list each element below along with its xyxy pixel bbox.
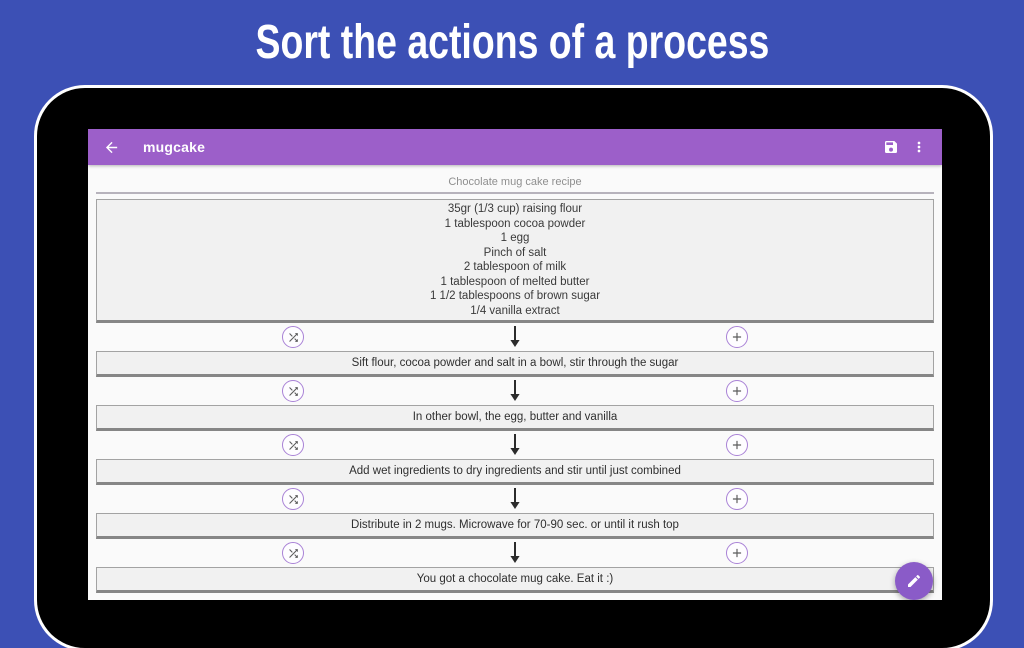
edit-fab-button[interactable] [895,562,933,600]
plus-icon [732,332,742,342]
ingredient-line: 35gr (1/3 cup) raising flour [447,203,583,215]
plus-icon [732,386,742,396]
shuffle-icon [288,548,298,558]
step-connector [96,377,934,405]
shuffle-button[interactable] [282,326,304,348]
ingredient-line: 1 egg [500,232,530,244]
page-title: Sort the actions of a process [255,15,769,69]
process-flow: 35gr (1/3 cup) raising flour 1 tablespoon… [96,199,934,593]
flow-arrow [504,487,526,511]
vertical-dots-icon [917,141,921,153]
pencil-icon [908,574,921,587]
add-step-button[interactable] [726,326,748,348]
back-button[interactable] [101,137,121,157]
step-connector [96,431,934,459]
ingredient-line: Pinch of salt [483,246,547,259]
step-text: Add wet ingredients to dry ingredients a… [349,465,681,477]
flow-arrow [504,541,526,565]
step-text: Distribute in 2 mugs. Microwave for 70-9… [351,519,679,531]
ingredient-line: 2 tablespoon of milk [463,261,567,273]
step-connector [96,485,934,513]
shuffle-button[interactable] [282,488,304,510]
process-name: Chocolate mug cake recipe [448,176,582,188]
step-item[interactable]: You got a chocolate mug cake. Eat it :) [96,567,934,593]
ingredient-line: 1 tablespoon cocoa powder [444,217,586,230]
plus-icon [732,440,742,450]
step-item[interactable]: Distribute in 2 mugs. Microwave for 70-9… [96,513,934,539]
add-step-button[interactable] [726,488,748,510]
step-text: In other bowl, the egg, butter and vanil… [412,411,618,423]
process-name-underline [96,192,934,194]
flow-arrow [504,379,526,403]
ingredient-line: 1 tablespoon of melted butter [440,275,590,288]
step-connector [96,323,934,351]
add-step-button[interactable] [726,434,748,456]
shuffle-icon [288,494,298,504]
plus-icon [732,548,742,558]
shuffle-button[interactable] [282,380,304,402]
flow-arrow [504,433,526,457]
step-text: You got a chocolate mug cake. Eat it :) [416,573,614,585]
flow-arrow [504,325,526,349]
add-step-button[interactable] [726,380,748,402]
save-button[interactable] [881,137,901,157]
step-item[interactable]: Sift flour, cocoa powder and salt in a b… [96,351,934,377]
process-content: Chocolate mug cake recipe 35gr (1/3 cup)… [88,176,942,593]
tablet-frame: mugcake Chocolate mug cake recipe 35gr (… [37,88,990,648]
plus-icon [732,494,742,504]
arrow-down-icon [510,380,520,401]
arrow-left-icon [105,141,117,153]
save-icon [885,141,897,153]
ingredient-line: 1 1/2 tablespoons of brown sugar [429,290,601,302]
add-step-button[interactable] [726,542,748,564]
ingredients-box[interactable]: 35gr (1/3 cup) raising flour 1 tablespoon… [96,199,934,323]
arrow-down-icon [510,542,520,563]
step-item[interactable]: Add wet ingredients to dry ingredients a… [96,459,934,485]
shuffle-button[interactable] [282,542,304,564]
app-toolbar: mugcake [88,129,942,165]
overflow-menu-button[interactable] [909,137,929,157]
step-item[interactable]: In other bowl, the egg, butter and vanil… [96,405,934,431]
shuffle-button[interactable] [282,434,304,456]
shuffle-icon [288,386,298,396]
hero-banner: Sort the actions of a process [0,0,1024,84]
app-screen: mugcake Chocolate mug cake recipe 35gr (… [88,129,942,600]
arrow-down-icon [510,326,520,347]
ingredient-line: 1/4 vanilla extract [470,304,560,317]
shuffle-icon [288,332,298,342]
toolbar-title: mugcake [143,139,206,155]
shuffle-icon [288,440,298,450]
arrow-down-icon [510,488,520,509]
arrow-down-icon [510,434,520,455]
step-connector [96,539,934,567]
step-text: Sift flour, cocoa powder and salt in a b… [351,357,679,369]
